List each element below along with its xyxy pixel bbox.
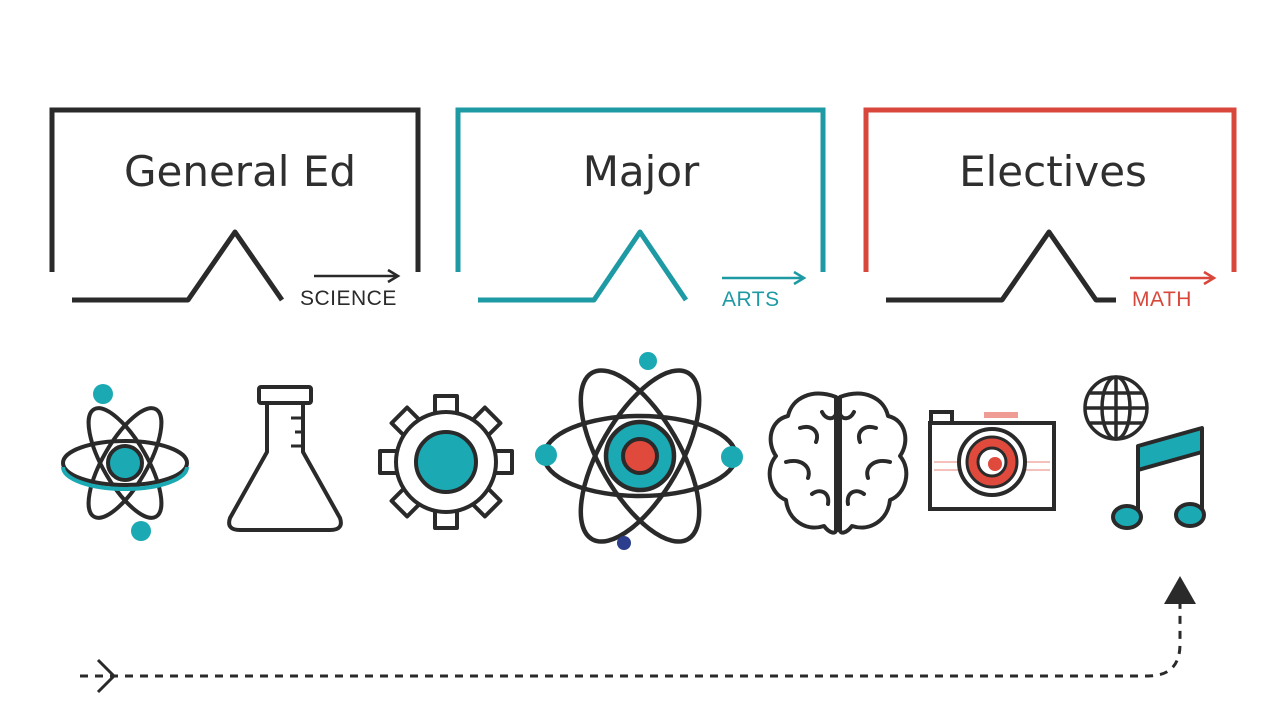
bracket-label: SCIENCE: [300, 287, 397, 310]
bracket-general-ed: General Ed SCIENCE: [49, 107, 421, 310]
pathway-arrow: [80, 576, 1196, 694]
arrow-head-icon: [793, 270, 807, 286]
bracket-title: General Ed: [124, 147, 356, 196]
globe-icon: [1083, 375, 1149, 441]
bracket-major: Major ARTS: [455, 107, 826, 311]
arrow-head-icon: [387, 268, 401, 284]
atom-icon: [61, 384, 189, 541]
music-note-icon: [1111, 426, 1206, 530]
large-atom-icon: [535, 352, 743, 550]
bracket-label: ARTS: [722, 288, 780, 311]
camera-icon: [928, 410, 1056, 511]
chevron-right-icon: [96, 658, 116, 694]
peak-line: [72, 229, 285, 303]
bracket-electives: Electives MATH: [863, 107, 1237, 311]
bracket-frame: [49, 107, 421, 272]
arrow-up-icon: [1164, 576, 1196, 604]
arrow-head-icon: [1203, 270, 1217, 286]
bracket-label: MATH: [1132, 288, 1192, 311]
bracket-title: Electives: [959, 147, 1147, 196]
brain-icon: [767, 391, 909, 535]
bracket-frame: [455, 107, 826, 272]
gear-icon: [378, 394, 514, 530]
peak-line: [478, 229, 689, 303]
bracket-frame: [863, 107, 1237, 272]
peak-line: [886, 229, 1116, 303]
bracket-title: Major: [583, 147, 700, 196]
dashed-path: [80, 604, 1182, 678]
flask-icon: [227, 385, 343, 532]
